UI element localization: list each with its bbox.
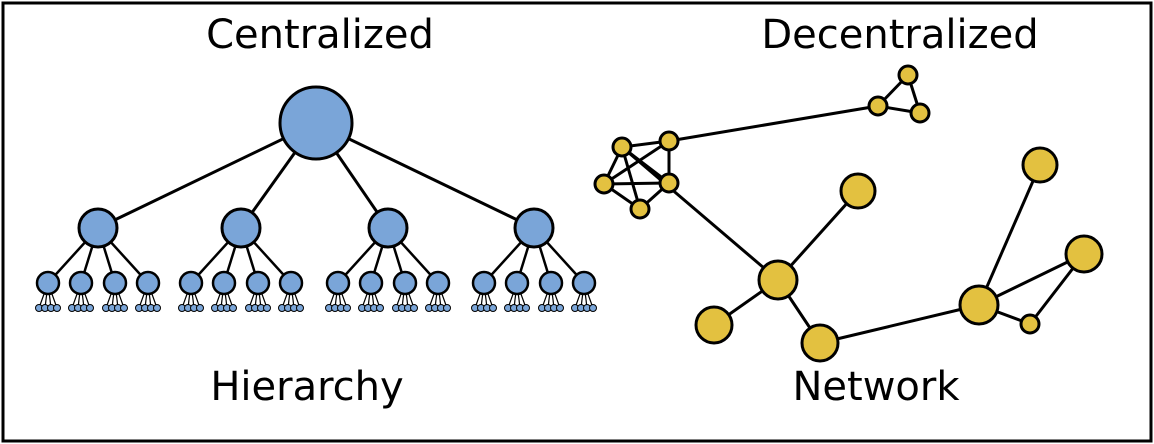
hierarchy-twig-node <box>53 304 61 312</box>
hierarchy-branch-node <box>513 207 555 249</box>
network-node <box>1019 313 1041 335</box>
network-node <box>909 102 931 124</box>
hierarchy-leaf-node <box>178 270 204 296</box>
network-edge <box>819 303 980 345</box>
network-node <box>839 172 877 210</box>
hierarchy-twig-node <box>376 304 384 312</box>
hierarchy-leaf-node <box>471 270 497 296</box>
network-node <box>611 136 633 158</box>
network-nodes <box>593 64 1104 363</box>
centralized-title: Centralized <box>206 12 434 58</box>
network-caption: Network <box>792 364 960 410</box>
hierarchy-twig-node <box>589 304 597 312</box>
network-edge <box>603 181 670 186</box>
network-node <box>694 305 734 345</box>
network-node <box>800 323 840 363</box>
network-edge <box>621 145 779 282</box>
hierarchy-leaf-node <box>504 270 530 296</box>
hierarchy-twig-node <box>522 304 530 312</box>
network-edge <box>977 164 1042 306</box>
network-node <box>867 95 889 117</box>
hierarchy-branch-node <box>367 207 409 249</box>
hierarchy-leaf-node <box>538 270 564 296</box>
hierarchy-twig-node <box>556 304 564 312</box>
network-node <box>658 172 680 194</box>
hierarchy-nodes <box>35 85 597 312</box>
network-node <box>1064 234 1104 274</box>
decentralized-title: Decentralized <box>761 12 1039 58</box>
hierarchy-branch-node <box>220 207 262 249</box>
hierarchy-leaf-node <box>35 270 61 296</box>
hierarchy-leaf-node <box>278 270 304 296</box>
network-node <box>629 198 651 220</box>
hierarchy-twig-node <box>489 304 497 312</box>
hierarchy-twig-node <box>263 304 271 312</box>
network-edge <box>620 146 642 210</box>
hierarchy-leaf-node <box>68 270 94 296</box>
hierarchy-leaf-node <box>211 270 237 296</box>
network-node <box>593 173 615 195</box>
hierarchy-twig-node <box>86 304 94 312</box>
hierarchy-twig-node <box>296 304 304 312</box>
hierarchy-leaf-node <box>325 270 351 296</box>
hierarchy-caption: Hierarchy <box>210 364 404 410</box>
hierarchy-leaf-node <box>135 270 161 296</box>
hierarchy-branch-node <box>77 207 119 249</box>
network-node <box>1021 146 1059 184</box>
hierarchy-twig-node <box>410 304 418 312</box>
network-edges <box>602 73 1086 345</box>
hierarchy-twig-node <box>120 304 128 312</box>
hierarchy-twig-node <box>443 304 451 312</box>
hierarchy-root-node <box>278 85 354 161</box>
hierarchy-twig-node <box>196 304 204 312</box>
hierarchy-leaf-node <box>358 270 384 296</box>
hierarchy-twig-node <box>343 304 351 312</box>
hierarchy-edge <box>97 121 317 230</box>
network-edge <box>668 104 879 143</box>
hierarchy-twig-node <box>153 304 161 312</box>
hierarchy-leaf-node <box>571 270 597 296</box>
network-node <box>897 64 919 86</box>
hierarchy-twig-node <box>229 304 237 312</box>
hierarchy-leaf-node <box>102 270 128 296</box>
hierarchy-leaf-node <box>392 270 418 296</box>
network-edge <box>603 139 670 186</box>
network-node <box>757 259 799 301</box>
hierarchy-edge <box>315 121 535 230</box>
hierarchy-leaf-node <box>245 270 271 296</box>
network-node <box>958 284 1000 326</box>
hierarchy-leaf-node <box>425 270 451 296</box>
network-node <box>658 130 680 152</box>
